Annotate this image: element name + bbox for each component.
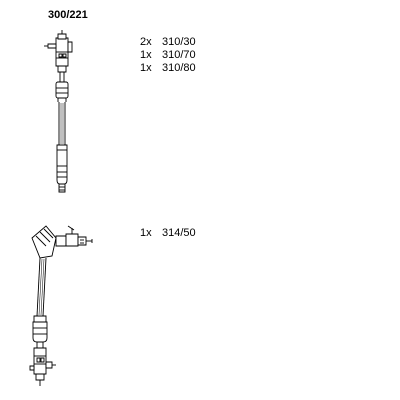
part-number: 310/70 [162,49,196,61]
cable-body [59,102,65,145]
parts-row: 1x 310/80 [140,62,196,75]
upper-boot [56,72,68,102]
part-qty: 1x [140,49,152,61]
part-number: 310/30 [162,36,196,48]
bottom-connector [30,348,56,386]
parts-list-b: 1x 314/50 [140,227,196,240]
ignition-cable-straight [44,30,72,192]
cable-body [37,258,46,316]
parts-row: 1x 314/50 [140,227,196,240]
parts-row: 1x 310/70 [140,49,196,62]
part-qty: 1x [140,227,152,239]
part-qty: 1x [140,62,152,74]
part-number: 310/80 [162,62,196,74]
parts-list-a: 2x 310/30 1x 310/70 1x 310/80 [140,36,196,75]
parts-row: 2x 310/30 [140,36,196,49]
ignition-cable-angled [30,226,92,386]
lower-boot [57,145,67,192]
part-number: 314/50 [162,227,196,239]
side-terminal [66,226,92,246]
lower-boot [33,316,47,348]
top-connector [44,30,72,72]
angled-boot [32,226,66,258]
part-qty: 2x [140,36,152,48]
diagram-title: 300/221 [48,9,88,21]
